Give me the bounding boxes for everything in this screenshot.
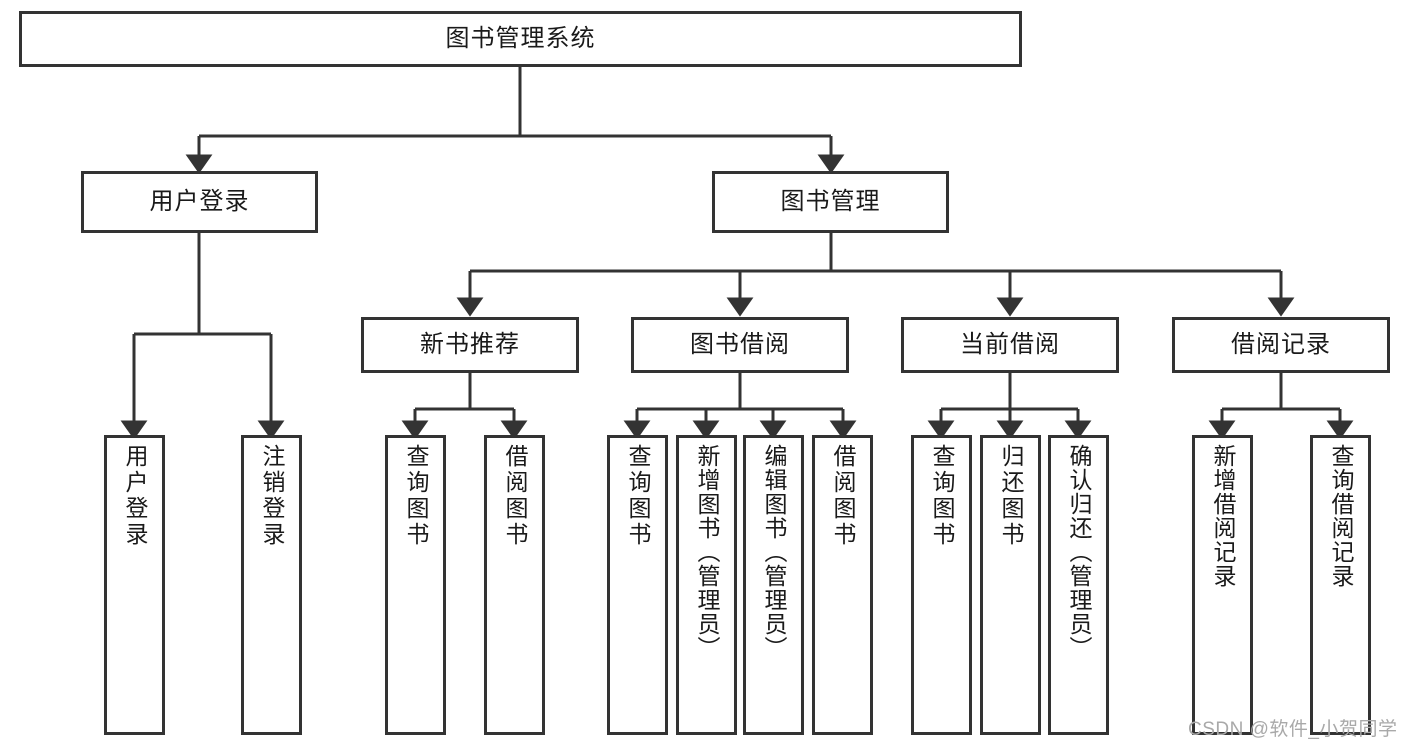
- node-leaf-query-book-recommend[interactable]: 查询图书: [385, 435, 446, 735]
- node-leaf-borrow-book-recommend[interactable]: 借阅图书: [484, 435, 545, 735]
- node-leaf-edit-book-admin-label: 编辑图书（管理员）: [761, 444, 787, 660]
- node-leaf-query-borrow-record[interactable]: 查询借阅记录: [1310, 435, 1371, 735]
- node-leaf-confirm-return-admin[interactable]: 确认归还（管理员）: [1048, 435, 1109, 735]
- node-leaf-borrow-book-label: 借阅图书: [830, 444, 856, 548]
- node-leaf-query-borrow-record-label: 查询借阅记录: [1328, 444, 1354, 588]
- node-book-borrow-label: 图书借阅: [690, 330, 790, 358]
- node-leaf-borrow-book[interactable]: 借阅图书: [812, 435, 873, 735]
- node-leaf-add-borrow-record[interactable]: 新增借阅记录: [1192, 435, 1253, 735]
- node-leaf-query-book-borrow[interactable]: 查询图书: [607, 435, 668, 735]
- node-leaf-user-login[interactable]: 用户登录: [104, 435, 165, 735]
- node-leaf-logout-label: 注销登录: [259, 444, 285, 548]
- node-borrow-record[interactable]: 借阅记录: [1172, 317, 1390, 373]
- node-leaf-query-book-current[interactable]: 查询图书: [911, 435, 972, 735]
- node-borrow-record-label: 借阅记录: [1231, 330, 1331, 358]
- node-leaf-user-login-label: 用户登录: [122, 444, 148, 548]
- node-current-borrow-label: 当前借阅: [960, 330, 1060, 358]
- node-current-borrow[interactable]: 当前借阅: [901, 317, 1119, 373]
- node-user-login[interactable]: 用户登录: [81, 171, 318, 233]
- node-leaf-add-book-admin-label: 新增图书（管理员）: [694, 444, 720, 660]
- node-leaf-add-borrow-record-label: 新增借阅记录: [1210, 444, 1236, 588]
- node-leaf-query-book-current-label: 查询图书: [929, 444, 955, 548]
- node-root-system-label: 图书管理系统: [445, 24, 596, 52]
- node-book-borrow[interactable]: 图书借阅: [631, 317, 849, 373]
- node-new-book-recommend-label: 新书推荐: [420, 330, 520, 358]
- node-user-login-label: 用户登录: [149, 187, 250, 215]
- node-leaf-query-book-borrow-label: 查询图书: [625, 444, 651, 548]
- node-root-system[interactable]: 图书管理系统: [19, 11, 1022, 67]
- node-leaf-confirm-return-admin-label: 确认归还（管理员）: [1066, 444, 1092, 660]
- node-leaf-logout[interactable]: 注销登录: [241, 435, 302, 735]
- node-new-book-recommend[interactable]: 新书推荐: [361, 317, 579, 373]
- node-leaf-query-book-recommend-label: 查询图书: [403, 444, 429, 548]
- node-leaf-edit-book-admin[interactable]: 编辑图书（管理员）: [743, 435, 804, 735]
- node-book-management[interactable]: 图书管理: [712, 171, 949, 233]
- node-book-management-label: 图书管理: [780, 187, 881, 215]
- node-leaf-add-book-admin[interactable]: 新增图书（管理员）: [676, 435, 737, 735]
- csdn-watermark: CSDN @软件_小贺同学: [1188, 719, 1398, 740]
- node-leaf-return-book[interactable]: 归还图书: [980, 435, 1041, 735]
- node-leaf-borrow-book-recommend-label: 借阅图书: [502, 444, 528, 548]
- node-leaf-return-book-label: 归还图书: [998, 444, 1024, 548]
